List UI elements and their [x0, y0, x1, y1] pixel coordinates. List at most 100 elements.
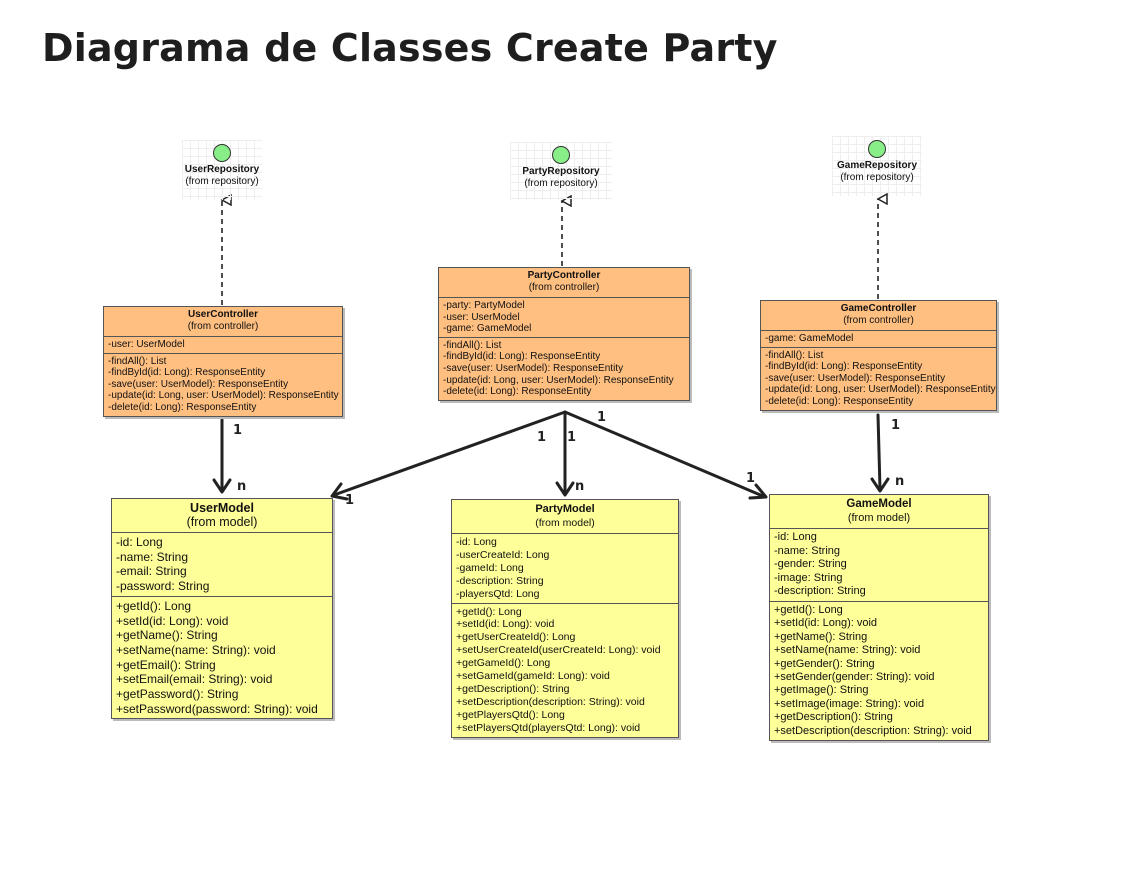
method: +getPlayersQtd(): Long: [456, 708, 565, 721]
method: +setGameId(gameId: Long): void: [456, 670, 610, 683]
method: -save(user: UserModel): ResponseEntity: [108, 378, 289, 390]
class-package: (from controller): [528, 282, 600, 293]
method: -delete(id: Long): ResponseEntity: [108, 401, 257, 413]
attributes-section: -id: Long -userCreateId: Long -gameId: L…: [452, 534, 678, 604]
multiplicity-label: 1: [567, 430, 577, 445]
interface-game-repository: GameRepository (from repository): [832, 136, 922, 196]
class-package: (from controller): [843, 315, 914, 326]
method: +setName(name: String): void: [116, 642, 276, 657]
attribute: -game: GameModel: [765, 333, 854, 344]
association-party-game-arrowhead: [748, 483, 768, 500]
attributes-section: -user: UserModel: [104, 337, 342, 354]
method: +getName(): String: [774, 630, 868, 643]
class-package: (from model): [847, 512, 911, 524]
attributes-section: -id: Long -name: String -email: String -…: [112, 533, 332, 597]
method: +getDescription(): String: [456, 682, 570, 695]
multiplicity-label: n: [237, 479, 247, 494]
multiplicity-label: n: [895, 474, 905, 489]
methods-section: +getId(): Long +setId(id: Long): void +g…: [452, 604, 678, 737]
method: +setDescription(description: String): vo…: [456, 695, 645, 708]
method: -findAll(): List: [108, 355, 167, 367]
method: -delete(id: Long): ResponseEntity: [765, 395, 914, 407]
class-name: UserController: [187, 309, 258, 320]
method: -update(id: Long, user: UserModel): Resp…: [108, 390, 339, 402]
method: +setPlayersQtd(playersQtd: Long): void: [456, 721, 641, 734]
interface-circle-icon: [552, 146, 570, 164]
multiplicity-label: 1: [537, 430, 547, 445]
method: +getImage(): String: [774, 684, 869, 697]
class-name: GameController: [840, 303, 917, 314]
method: +getName(): String: [116, 628, 218, 643]
interface-party-repository: PartyRepository (from repository): [510, 142, 612, 200]
attribute: -name: String: [116, 549, 189, 564]
attribute: -id: Long: [774, 531, 817, 543]
interface-user-repository: UserRepository (from repository): [182, 140, 262, 200]
method: +getDescription(): String: [774, 711, 893, 724]
attribute: -id: Long: [116, 535, 163, 549]
attribute: -password: String: [116, 579, 210, 594]
method: +setDescription(description: String): vo…: [774, 724, 972, 737]
class-name: GameModel: [846, 498, 912, 510]
multiplicity-label: 1: [746, 471, 756, 486]
method: +setEmail(email: String): void: [116, 672, 273, 687]
multiplicity-label: 1: [891, 418, 901, 433]
method: +setId(id: Long): void: [774, 617, 878, 630]
attributes-section: -party: PartyModel -user: UserModel -gam…: [439, 298, 689, 338]
class-name: UserModel: [190, 501, 254, 515]
association-game-arrowhead: [870, 477, 890, 493]
methods-section: -findAll(): List -findById(id: Long): Re…: [104, 354, 342, 416]
class-name: PartyModel: [535, 503, 595, 515]
methods-section: -findAll(): List -findById(id: Long): Re…: [761, 348, 996, 410]
attribute: -playersQtd: Long: [456, 587, 540, 600]
class-name: PartyController: [527, 270, 601, 281]
association-party-user-arrowhead: [330, 482, 349, 501]
methods-section: +getId(): Long +setId(id: Long): void +g…: [112, 597, 332, 719]
method: -findById(id: Long): ResponseEntity: [765, 361, 923, 373]
class-package: (from controller): [187, 321, 259, 332]
method: +getEmail(): String: [116, 657, 216, 672]
class-package: (from model): [535, 517, 595, 529]
interface-package: (from repository): [185, 176, 259, 187]
attributes-section: -game: GameModel: [761, 331, 996, 348]
attribute: -email: String: [116, 564, 187, 579]
class-game-controller: GameController (from controller) -game: …: [760, 300, 997, 411]
multiplicity-label: 1: [597, 410, 607, 425]
method: +getId(): Long: [116, 598, 192, 613]
attribute: -user: UserModel: [108, 339, 185, 350]
method: +getId(): Long: [774, 603, 843, 616]
method: +setUserCreateId(userCreateId: Long): vo…: [456, 644, 661, 657]
attribute: -user: UserModel: [443, 311, 520, 323]
attribute: -gameId: Long: [456, 561, 524, 574]
attribute: -name: String: [774, 544, 841, 557]
association-party-game: [563, 410, 767, 499]
method: -save(user: UserModel): ResponseEntity: [443, 362, 624, 374]
method: +setGender(gender: String): void: [774, 671, 935, 683]
attribute: -party: PartyModel: [443, 300, 525, 311]
attribute: -userCreateId: Long: [456, 548, 550, 561]
attribute: -description: String: [456, 574, 544, 587]
interface-package: (from repository): [840, 172, 914, 183]
method: +setId(id: Long): void: [456, 618, 555, 631]
method: -save(user: UserModel): ResponseEntity: [765, 372, 946, 384]
multiplicity-label: 1: [345, 493, 355, 508]
method: -delete(id: Long): ResponseEntity: [443, 386, 592, 398]
association-party-party-arrowhead: [555, 481, 575, 497]
multiplicity-label: 1: [233, 423, 243, 438]
interface-name: PartyRepository: [522, 166, 600, 177]
method: +setPassword(password: String): void: [116, 701, 318, 716]
interface-package: (from repository): [524, 178, 598, 189]
attribute: -image: String: [774, 571, 843, 584]
class-user-model: UserModel (from model) -id: Long -name: …: [111, 498, 333, 720]
class-user-controller: UserController (from controller) -user: …: [103, 306, 343, 417]
attribute: -description: String: [774, 585, 866, 598]
methods-section: -findAll(): List -findById(id: Long): Re…: [439, 338, 689, 400]
method: +getGender(): String: [774, 657, 875, 670]
methods-section: +getId(): Long +setId(id: Long): void +g…: [770, 602, 988, 740]
method: +setName(name: String): void: [774, 644, 921, 657]
class-package: (from model): [186, 515, 258, 529]
method: -findAll(): List: [765, 349, 824, 361]
attributes-section: -id: Long -name: String -gender: String …: [770, 529, 988, 602]
attribute: -game: GameModel: [443, 323, 532, 335]
interface-circle-icon: [868, 140, 886, 158]
